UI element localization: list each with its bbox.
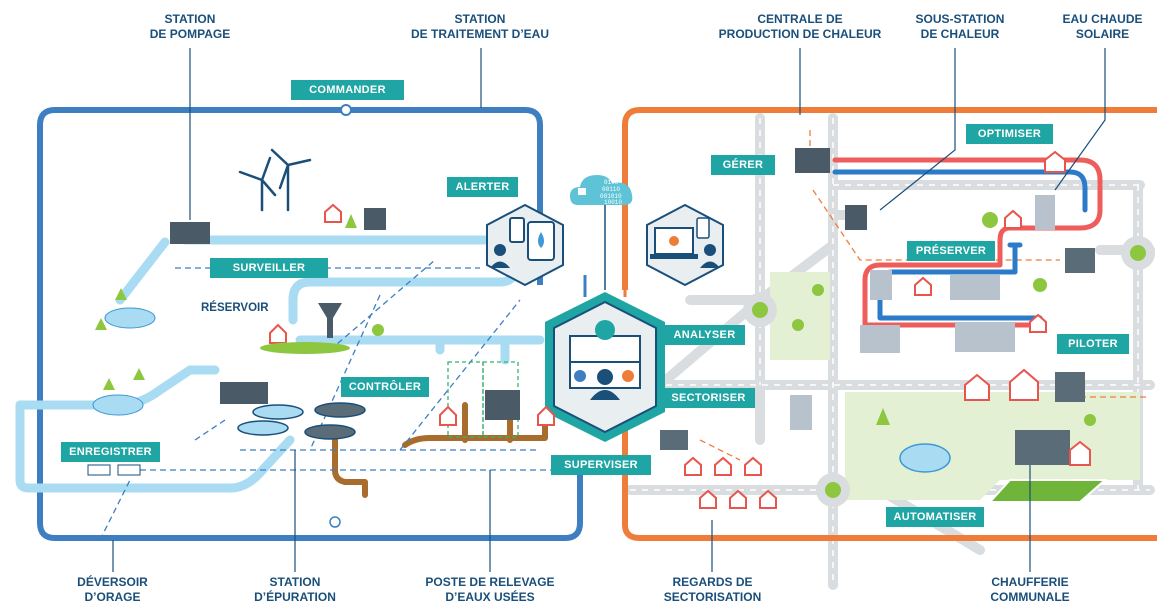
- tag-alerter: ALERTER: [447, 177, 518, 197]
- water-network-frame: [37, 107, 583, 541]
- label-deversoir: DÉVERSOIR D’ORAGE: [77, 575, 148, 604]
- tag-automatiser: AUTOMATISER: [886, 507, 984, 527]
- label-chaufferie: CHAUFFERIE COMMUNALE: [990, 575, 1070, 604]
- sports-field: [987, 479, 1108, 503]
- roundabouts: [743, 236, 1155, 507]
- label-regards: REGARDS DE SECTORISATION: [663, 575, 762, 604]
- water-tower: [318, 303, 342, 338]
- label-sous-station: SOUS-STATION DE CHALEUR: [915, 12, 1005, 41]
- tag-controler: CONTRÔLER: [341, 377, 429, 397]
- tag-surveiller: SURVEILLER: [210, 258, 328, 278]
- tag-analyser: ANALYSER: [664, 325, 745, 345]
- label-poste-relevage: POSTE DE RELEVAGE D’EAUX USÉES: [425, 575, 555, 604]
- overflow-box-2: [117, 464, 141, 476]
- label-eau-chaude: EAU CHAUDE SOLAIRE: [1062, 12, 1143, 41]
- treatment-basins: [237, 402, 366, 440]
- label-reservoir: RÉSERVOIR: [201, 302, 269, 314]
- pond-left-2: [92, 394, 144, 416]
- laptop-device-hexagon: [646, 203, 724, 287]
- cloud-icon: [570, 175, 633, 205]
- park-area: [845, 392, 1140, 500]
- heat-network-frame: [622, 107, 1157, 541]
- overflow-box-1: [87, 464, 111, 476]
- pond-left: [104, 307, 156, 329]
- label-centrale-chaleur: CENTRALE DE PRODUCTION DE CHALEUR: [718, 12, 882, 41]
- tag-sectoriser: SECTORISER: [662, 388, 755, 408]
- tag-optimiser: OPTIMISER: [966, 124, 1053, 144]
- tag-commander: COMMANDER: [291, 80, 404, 100]
- pond: [899, 443, 951, 473]
- valve-bottom: [329, 516, 341, 528]
- alert-device-hexagon: [486, 203, 564, 287]
- wind-turbines: [238, 148, 312, 212]
- houses: [269, 150, 1091, 509]
- central-supervision-hub: [545, 292, 665, 442]
- reservoir-land: [260, 342, 350, 354]
- label-station-epuration: STATION D’ÉPURATION: [254, 575, 336, 604]
- label-leader-lines: [112, 48, 1106, 572]
- tag-preserver: PRÉSERVER: [907, 241, 995, 261]
- binary-line-2: 00110: [602, 186, 620, 193]
- tag-superviser: SUPERVISER: [551, 455, 651, 475]
- label-station-pompage: STATION DE POMPAGE: [149, 12, 231, 41]
- tag-gerer: GÉRER: [711, 155, 775, 175]
- tag-piloter: PILOTER: [1057, 334, 1129, 354]
- buildings: [170, 148, 1095, 465]
- label-station-traitement: STATION DE TRAITEMENT D’EAU: [411, 12, 549, 41]
- trees: [95, 212, 1096, 426]
- valve-top: [340, 104, 352, 116]
- binary-line-4: 10010: [604, 199, 622, 206]
- binary-line-3: 001010: [600, 193, 622, 200]
- binary-line-1: 0100: [604, 179, 619, 186]
- tag-enregistrer: ENREGISTRER: [61, 442, 160, 462]
- binary-digits: 0100 00110 001010 10010: [600, 179, 622, 206]
